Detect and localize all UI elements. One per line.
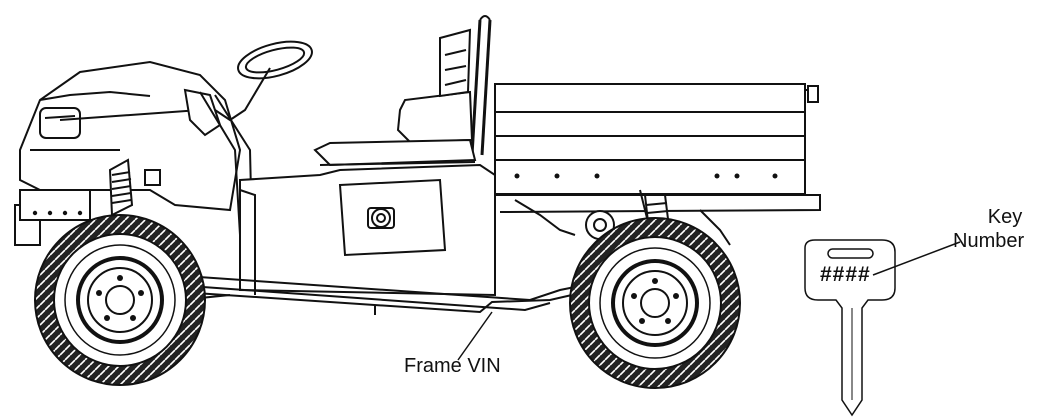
key-number-label-line1: Key <box>987 206 1023 228</box>
key-number-label-line2: Number <box>953 230 1025 252</box>
rear-wheel <box>569 217 741 389</box>
key-illustration <box>804 239 896 417</box>
cargo-bed <box>494 83 819 195</box>
key-code-text: #### <box>820 263 871 286</box>
front-wheel <box>34 214 206 386</box>
frame-vin-leader-line <box>457 311 493 361</box>
key-number-leader-line <box>872 241 961 276</box>
frame-vin-label: Frame VIN <box>404 355 501 377</box>
vehicle-body <box>14 15 821 315</box>
